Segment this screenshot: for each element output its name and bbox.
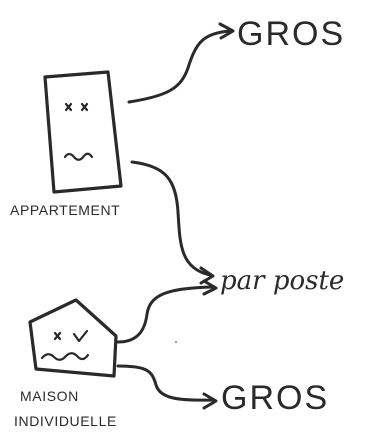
house-icon bbox=[28, 298, 118, 378]
arrow-apartment-to-par-poste bbox=[130, 160, 215, 285]
label-individuelle: INDIVIDUELLE bbox=[14, 413, 117, 429]
stray-dot bbox=[174, 340, 178, 344]
arrow-apartment-to-gros bbox=[127, 22, 235, 104]
label-gros-top: GROS bbox=[237, 15, 345, 53]
apartment-building-icon bbox=[43, 70, 123, 194]
label-maison: MAISON bbox=[20, 388, 79, 404]
label-appartement: APPARTEMENT bbox=[10, 202, 120, 218]
label-par-poste: par poste bbox=[220, 266, 344, 296]
label-gros-bottom: GROS bbox=[221, 379, 329, 417]
arrow-house-to-gros bbox=[116, 364, 218, 410]
arrow-house-to-par-poste bbox=[116, 279, 218, 344]
